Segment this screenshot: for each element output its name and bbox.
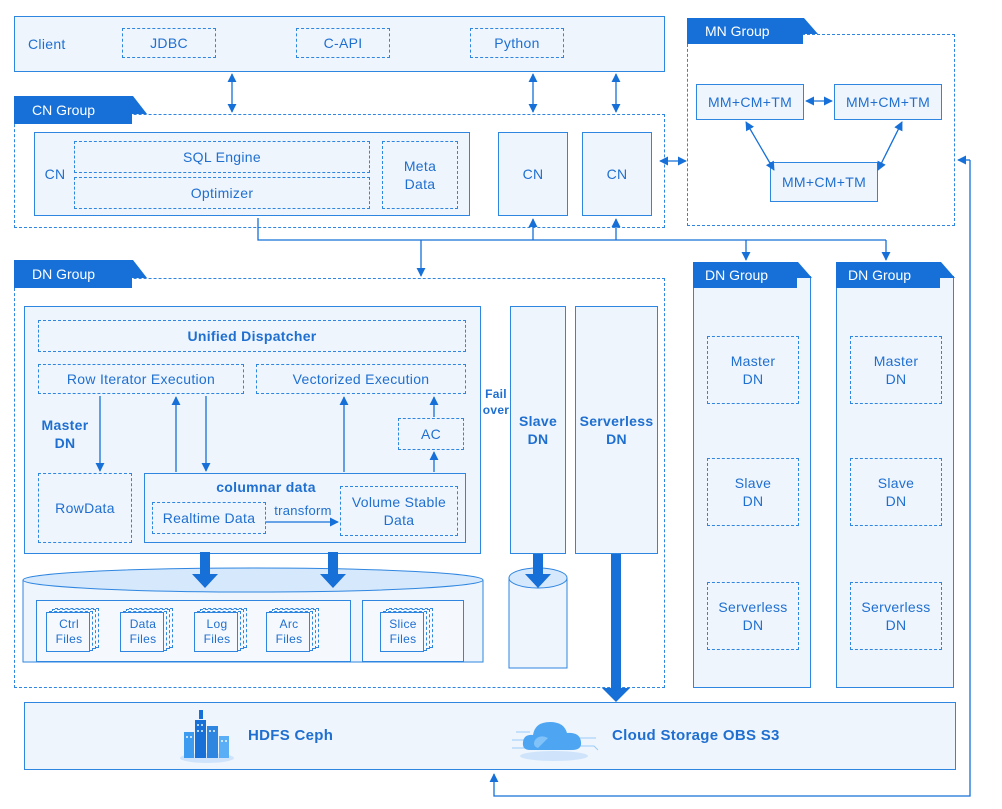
- side-dn-group-1-serverless[interactable]: Serverless DN: [707, 582, 799, 650]
- arrow-mn-right-bottom: [877, 121, 903, 171]
- cloud-label: Cloud Storage OBS S3: [612, 727, 780, 744]
- mn-group-tab: MN Group: [687, 18, 803, 44]
- arrow-mn-left-bottom: [745, 121, 775, 171]
- thick-arrow-serverless-storage: [602, 554, 630, 702]
- side-dn-group-2-panel: [836, 276, 954, 688]
- side-dn-group-2-tab: DN Group: [836, 262, 940, 288]
- side-dn-group-1-tab-ramp: [796, 262, 812, 278]
- sql-engine-box: SQL Engine: [74, 141, 370, 173]
- cn-group-tab-ramp: [131, 96, 147, 114]
- cn-group-panel: [14, 114, 665, 228]
- meta-data-box: Meta Data: [382, 141, 458, 209]
- file-stack-0: Ctrl Files: [46, 606, 112, 658]
- jdbc-box[interactable]: JDBC: [122, 28, 216, 58]
- dn-group-panel: [14, 278, 665, 688]
- mn-group-panel: [687, 34, 955, 226]
- file-label: Ctrl Files: [55, 617, 83, 646]
- thick-arrow-realtime-disk: [192, 552, 218, 588]
- vectorized-box: Vectorized Execution: [256, 364, 466, 394]
- mn-node-bottom[interactable]: MM+CM+TM: [770, 162, 878, 202]
- file-stack-1: Data Files: [120, 606, 186, 658]
- side-dn-group-1-tab: DN Group: [693, 262, 797, 288]
- cn-node-b[interactable]: CN: [582, 132, 652, 216]
- file-label: Data Files: [129, 617, 157, 646]
- cn-group-tab: CN Group: [14, 96, 132, 124]
- cloud-icon: [512, 722, 599, 761]
- mn-storage-loop: [489, 160, 971, 797]
- mn-group-tab-ramp: [802, 18, 818, 34]
- dn-group-tab-ramp: [131, 260, 147, 278]
- cn-node-a[interactable]: CN: [498, 132, 568, 216]
- file-label: Arc Files: [275, 617, 303, 646]
- cn-bus-line: [257, 218, 886, 241]
- hdfs-label: HDFS Ceph: [248, 727, 334, 744]
- file-label: Log Files: [203, 617, 231, 646]
- hdfs-icon: [180, 710, 234, 763]
- client-label: Client: [28, 36, 66, 52]
- file-label: Slice Files: [389, 617, 417, 646]
- thick-arrow-stable-disk: [320, 552, 346, 588]
- file-stack-3: Arc Files: [266, 606, 332, 658]
- side-dn-group-1-master[interactable]: Master DN: [707, 336, 799, 404]
- mn-node-left[interactable]: MM+CM+TM: [696, 84, 804, 120]
- side-dn-group-2-serverless[interactable]: Serverless DN: [850, 582, 942, 650]
- python-box[interactable]: Python: [470, 28, 564, 58]
- side-dn-group-2-master[interactable]: Master DN: [850, 336, 942, 404]
- storage-panel: [24, 702, 956, 770]
- row-iterator-box: Row Iterator Execution: [38, 364, 244, 394]
- optimizer-box: Optimizer: [74, 177, 370, 209]
- side-dn-group-2-tab-ramp: [939, 262, 955, 278]
- slave-dn-column[interactable]: Slave DN: [510, 306, 566, 554]
- cn-main-label: CN: [44, 166, 66, 182]
- side-dn-group-2-slave[interactable]: Slave DN: [850, 458, 942, 526]
- file-sheet: [46, 612, 90, 652]
- side-dn-group-1-slave[interactable]: Slave DN: [707, 458, 799, 526]
- rowdata-box: RowData: [38, 473, 132, 543]
- volume-stable-box: Volume Stable Data: [340, 486, 458, 536]
- failover-label: Fail over: [482, 387, 510, 417]
- serverless-dn-column[interactable]: Serverless DN: [575, 306, 658, 554]
- master-dn-label: Master DN: [41, 417, 89, 451]
- file-sheet: [194, 612, 238, 652]
- columnar-label: columnar data: [216, 479, 316, 495]
- side-dn-group-1-panel: [693, 276, 811, 688]
- dn-group-tab: DN Group: [14, 260, 132, 288]
- transform-label: transform: [274, 503, 332, 518]
- realtime-data-box: Realtime Data: [152, 502, 266, 534]
- mn-node-right[interactable]: MM+CM+TM: [834, 84, 942, 120]
- file-sheet: [120, 612, 164, 652]
- slice-files-stack: Slice Files: [380, 606, 446, 658]
- unified-dispatcher-box: Unified Dispatcher: [38, 320, 466, 352]
- file-sheet: [380, 612, 424, 652]
- file-stack-2: Log Files: [194, 606, 260, 658]
- ac-box: AC: [398, 418, 464, 450]
- file-sheet: [266, 612, 310, 652]
- capi-box[interactable]: C-API: [296, 28, 390, 58]
- thick-arrow-slave-disk: [525, 554, 551, 588]
